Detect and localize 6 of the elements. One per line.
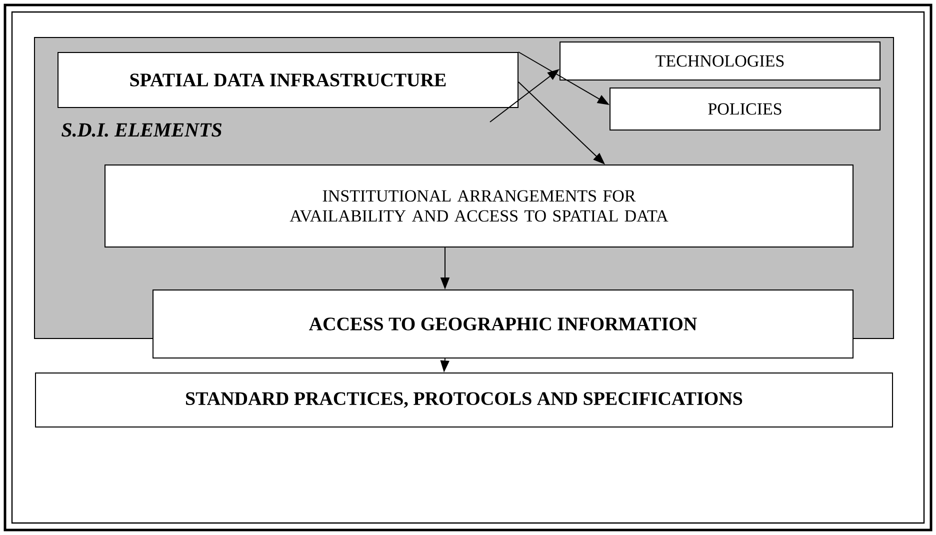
text-box: TECHNOLOGIES xyxy=(560,42,881,80)
text-box: ACCESS TO GEOGRAPHIC INFORMATION xyxy=(152,290,854,358)
text-box: INSTITUTIONAL ARRANGEMENTS FOR AVAILABILITY AND ACCESS TO SPATIAL DATA xyxy=(104,164,854,248)
text-box: SPATIAL DATA INFRASTRUCTURE xyxy=(58,52,518,108)
text-box: POLICIES xyxy=(610,88,881,130)
text-box: STANDARD PRACTICES, PROTOCOLS AND SPECIFICATIONS xyxy=(35,372,894,428)
